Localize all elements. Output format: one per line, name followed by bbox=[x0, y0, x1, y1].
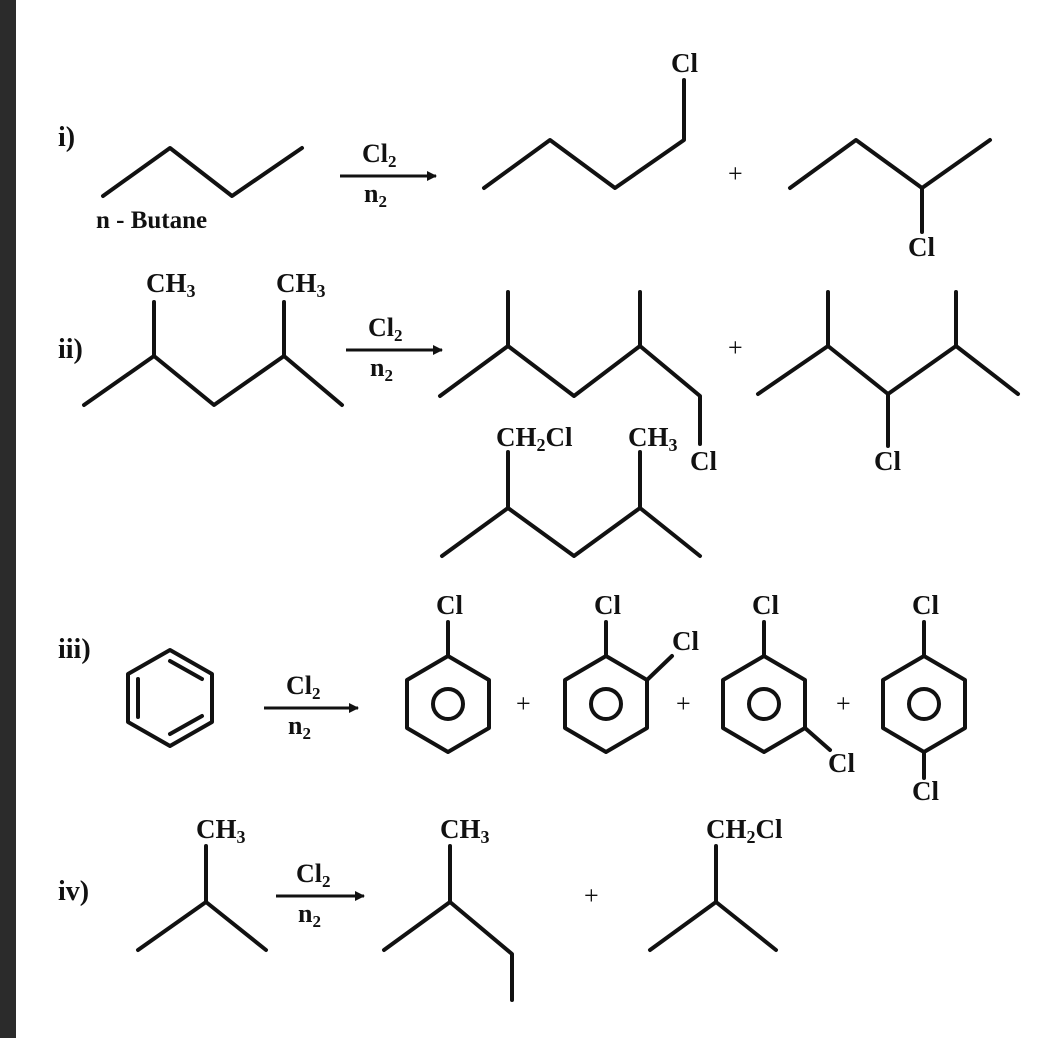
reagent-top: Cl2 bbox=[362, 139, 397, 171]
product-label: Cl bbox=[436, 590, 463, 620]
reaction-ii: ii) CH3 CH3 Cl2 n2 Cl + Cl bbox=[58, 268, 1020, 558]
substituent-label: CH2Cl bbox=[496, 422, 573, 455]
product-label: Cl bbox=[690, 446, 717, 476]
plus-sign: + bbox=[728, 159, 743, 188]
substituent-label: CH3 bbox=[146, 268, 196, 301]
reagent-bottom: n2 bbox=[370, 353, 393, 385]
1-chlorobutane-skeleton bbox=[482, 78, 686, 190]
aromatic-ring bbox=[881, 654, 967, 754]
product-skeleton bbox=[756, 344, 1020, 396]
substituent-label: CH3 bbox=[276, 268, 326, 301]
product-skeleton bbox=[382, 900, 514, 1002]
product-label: Cl bbox=[828, 748, 855, 778]
reaction-number: i) bbox=[58, 122, 75, 153]
aromatic-ring bbox=[405, 654, 491, 754]
product-label: Cl bbox=[752, 590, 779, 620]
product-skeleton bbox=[440, 506, 702, 558]
2-chlorobutane-skeleton bbox=[788, 138, 992, 190]
plus-sign: + bbox=[676, 689, 691, 718]
reagent-top: Cl2 bbox=[296, 859, 331, 891]
product-label: Cl bbox=[671, 48, 698, 78]
product-label: Cl bbox=[908, 232, 935, 262]
benzene-ring bbox=[126, 648, 214, 748]
substituent-label: CH3 bbox=[628, 422, 678, 455]
reaction-i: i) n - Butane Cl2 n2 Cl + Cl bbox=[58, 48, 992, 262]
product-label: Cl bbox=[672, 626, 699, 656]
aromatic-ring bbox=[563, 654, 649, 754]
plus-sign: + bbox=[584, 881, 599, 910]
substituent-label: CH3 bbox=[440, 814, 490, 847]
product-label: Cl bbox=[594, 590, 621, 620]
product-label: Cl bbox=[912, 776, 939, 806]
dimethylpentane-skeleton bbox=[82, 354, 344, 407]
reaction-number: iv) bbox=[58, 876, 89, 907]
reaction-iii: iii) Cl2 n2 Cl + Cl Cl + bbox=[58, 590, 967, 806]
reaction-iv: iv) CH3 Cl2 n2 CH3 + CH2Cl bbox=[58, 814, 783, 1002]
isobutane-skeleton bbox=[136, 900, 268, 952]
reagent-top: Cl2 bbox=[286, 671, 321, 703]
reagent-top: Cl2 bbox=[368, 313, 403, 345]
reaction-arrow: Cl2 n2 bbox=[276, 859, 365, 931]
reaction-arrow: Cl2 n2 bbox=[346, 313, 443, 385]
plus-sign: + bbox=[728, 333, 743, 362]
reaction-arrow: Cl2 n2 bbox=[264, 671, 359, 743]
product-label: Cl bbox=[874, 446, 901, 476]
aromatic-ring bbox=[721, 654, 807, 754]
reagent-bottom: n2 bbox=[288, 711, 311, 743]
substituent-label: CH2Cl bbox=[706, 814, 783, 847]
left-edge-bar bbox=[0, 0, 16, 1038]
reaction-number: iii) bbox=[58, 634, 91, 665]
reaction-number: ii) bbox=[58, 334, 83, 365]
product-label: Cl bbox=[912, 590, 939, 620]
plus-sign: + bbox=[516, 689, 531, 718]
substituent-label: CH3 bbox=[196, 814, 246, 847]
product-skeleton bbox=[438, 344, 702, 446]
product-skeleton bbox=[648, 900, 778, 952]
reagent-bottom: n2 bbox=[298, 899, 321, 931]
butane-skeleton bbox=[101, 146, 304, 198]
reactant-name: n - Butane bbox=[96, 207, 207, 234]
plus-sign: + bbox=[836, 689, 851, 718]
reaction-arrow: Cl2 n2 bbox=[340, 139, 437, 211]
reagent-bottom: n2 bbox=[364, 179, 387, 211]
